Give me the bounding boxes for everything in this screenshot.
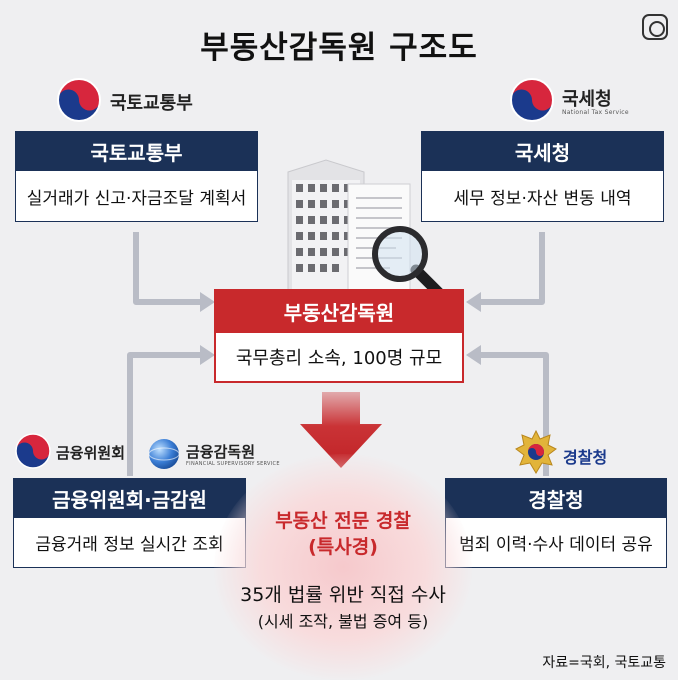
building-illustration [287,159,454,308]
special-police-desc: 35개 법률 위반 직접 수사 [240,584,446,606]
molit-box-head: 국토교통부 [15,131,258,171]
police-box-head: 경찰청 [445,478,667,518]
fsc-box-body: 금융거래 정보 실시간 조회 [13,518,246,568]
special-police-glow [214,454,472,680]
molit-box-body: 실거래가 신고·자금조달 계획서 [15,171,258,222]
corner-app-icon[interactable] [642,14,668,40]
down-arrow-icon [300,392,382,468]
police-box-body: 범죄 이력·수사 데이터 공유 [445,518,667,568]
fsc-taegeuk-emblem-icon [15,433,51,469]
arrow-police-to-center [476,352,549,476]
molit-taegeuk-emblem-icon [57,78,101,122]
nts-logo-label: 국세청 [562,89,612,110]
arrow-nts-to-center [476,232,545,305]
arrow-molit-to-center [133,232,205,305]
special-police-subtitle: (특사경) [308,536,378,558]
nts-box-head: 국세청 [421,131,664,171]
page-title: 부동산감독원 구조도 [200,30,478,66]
police-emblem-icon [515,429,557,474]
nts-taegeuk-emblem-icon [510,78,554,122]
nts-box-body: 세무 정보·자산 변동 내역 [421,171,664,222]
center-box-head: 부동산감독원 [214,289,464,333]
police-logo-label: 경찰청 [563,448,608,467]
center-box-body: 국무총리 소속, 100명 규모 [214,333,464,383]
fss-logo-label: 금융감독원 [186,443,256,461]
building-icon [287,159,365,303]
fss-logo-sub: FINANCIAL SUPERVISORY SERVICE [186,461,280,467]
fsc-box-head: 금융위원회·금감원 [13,478,246,518]
fss-globe-icon [148,439,180,469]
special-police-title: 부동산 전문 경찰 [275,510,411,532]
fsc-logo-label: 금융위원회 [56,444,126,462]
nts-logo-sub: National Tax Service [562,109,629,116]
arrow-fsc-to-center [127,352,205,476]
special-police-examples: (시세 조작, 불법 증여 등) [257,612,429,631]
molit-logo-label: 국토교통부 [110,93,193,114]
source-credit: 자료=국회, 국토교통 [542,655,666,671]
